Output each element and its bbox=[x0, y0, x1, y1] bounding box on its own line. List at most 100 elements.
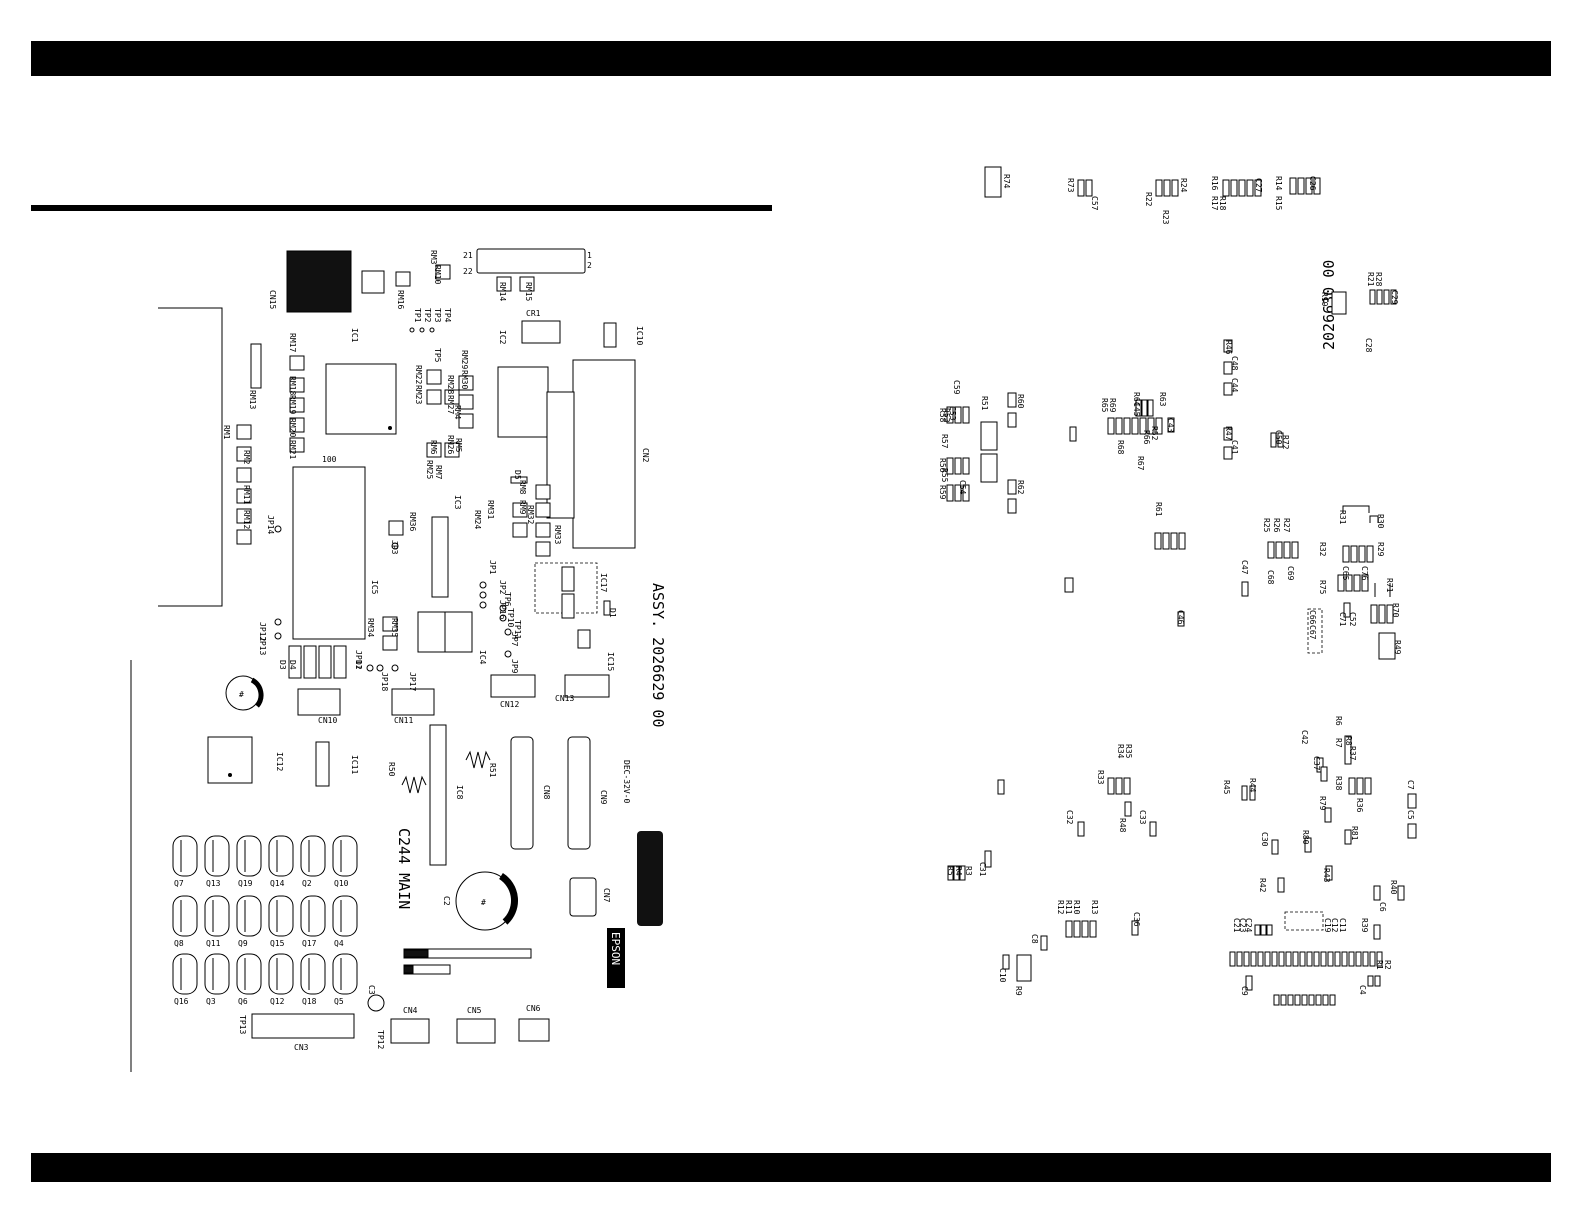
capacitor-label: C59 bbox=[952, 380, 961, 395]
capacitor-label: C44 bbox=[1230, 378, 1239, 393]
transistor-label: Q11 bbox=[206, 939, 221, 948]
cn14-label: CN15 bbox=[268, 290, 277, 309]
c3-capacitor bbox=[367, 994, 385, 1012]
capacitor-label: C46 bbox=[1176, 610, 1185, 625]
resistor-label: R26 bbox=[1272, 518, 1281, 533]
cn8-label: CN8 bbox=[542, 785, 551, 800]
rm-left-part-1 bbox=[289, 355, 305, 371]
smd-pad bbox=[1007, 412, 1017, 428]
r49-resistor bbox=[1378, 632, 1396, 660]
ic1-pin1-dot bbox=[388, 426, 392, 430]
smd-pad bbox=[1147, 417, 1155, 435]
resistor-label: R30 bbox=[1376, 514, 1385, 529]
cn6-label: CN6 bbox=[526, 1004, 541, 1013]
smd-pad bbox=[954, 406, 962, 424]
capacitor-label: C53 bbox=[948, 406, 957, 421]
header-strip-1-key bbox=[403, 949, 429, 958]
ic12-pin1-dot bbox=[228, 773, 232, 777]
smd-pad bbox=[1243, 951, 1250, 967]
smd-pad bbox=[1320, 766, 1328, 782]
smd-pad bbox=[1223, 382, 1233, 396]
smd-pad bbox=[1344, 735, 1352, 765]
resistor-label: R5 bbox=[946, 866, 955, 876]
ic3-chip bbox=[431, 516, 449, 598]
capacitor-label: C19 bbox=[1323, 918, 1332, 933]
smd-pad bbox=[1223, 427, 1233, 441]
resistor-label: R61 bbox=[1154, 502, 1163, 517]
smd-pad bbox=[1325, 865, 1333, 881]
smd-pad bbox=[1378, 604, 1386, 624]
r52-resistor-box bbox=[980, 453, 998, 483]
smd-pad bbox=[1241, 785, 1248, 801]
smd-pad bbox=[1170, 532, 1178, 550]
resistor-label: R3 bbox=[964, 866, 973, 876]
r50-label: R50 bbox=[387, 762, 396, 777]
c3-label: C3 bbox=[367, 985, 376, 995]
resistor-label: R75 bbox=[1318, 580, 1327, 595]
smd-pad bbox=[1358, 545, 1366, 563]
capacitor-label: C41 bbox=[1230, 440, 1239, 455]
component-label: JP1 bbox=[488, 560, 497, 575]
diode-row-part-4 bbox=[333, 645, 347, 679]
smd-pad bbox=[1141, 399, 1148, 417]
transistor-body bbox=[236, 895, 262, 937]
smd-pad bbox=[1040, 935, 1048, 951]
resistor-label: R19 bbox=[1320, 292, 1329, 307]
rm-left-part-3 bbox=[289, 397, 305, 413]
transistor-label: Q9 bbox=[238, 939, 248, 948]
smd-pad bbox=[1115, 777, 1123, 795]
capacitor-label: C33 bbox=[1138, 810, 1147, 825]
resistor-label: R67 bbox=[1136, 456, 1145, 471]
testpoint-16 bbox=[419, 327, 425, 333]
transistor-body bbox=[268, 835, 294, 877]
component-label: RM21 bbox=[288, 440, 297, 459]
rm-mid-part-1 bbox=[395, 271, 411, 287]
transistor-label: Q10 bbox=[334, 879, 349, 888]
ic2-label: IC2 bbox=[498, 330, 507, 345]
ic11-label: IC11 bbox=[350, 755, 359, 774]
smd-pad bbox=[1369, 951, 1376, 967]
testpoints bbox=[274, 327, 512, 672]
resistor-label: R14 bbox=[1274, 176, 1283, 191]
ic8-label: IC8 bbox=[455, 785, 464, 800]
c66-c67-outline bbox=[1307, 608, 1323, 654]
smd-pad bbox=[962, 484, 970, 502]
r19-resistor bbox=[1331, 291, 1347, 315]
transistor: Q14 bbox=[268, 835, 294, 888]
smd-pad bbox=[1348, 777, 1356, 795]
capacitor-label: C48 bbox=[1230, 356, 1239, 371]
resistor-label: R12 bbox=[1056, 900, 1065, 915]
smd-pad bbox=[1292, 951, 1299, 967]
epson-logo-text: EPSON bbox=[609, 932, 622, 965]
smd-pad bbox=[1089, 920, 1097, 938]
rm-mid-part-17 bbox=[512, 522, 528, 538]
q1-transistor bbox=[361, 270, 385, 294]
capacitor-label: C29 bbox=[1390, 290, 1399, 305]
component-label: RM29 bbox=[460, 350, 469, 369]
cn7-label: CN7 bbox=[602, 888, 611, 903]
component-label: RM8 bbox=[518, 480, 527, 495]
capacitor-label: C23 bbox=[1238, 918, 1247, 933]
resistor-label: R66 bbox=[1142, 430, 1151, 445]
smd-pad bbox=[1264, 951, 1271, 967]
smd-pad bbox=[1254, 179, 1262, 197]
resistor-label: R39 bbox=[1360, 918, 1369, 933]
smd-pad bbox=[1337, 574, 1345, 592]
testpoint-11 bbox=[504, 650, 512, 658]
component-label: RM25 bbox=[425, 460, 434, 479]
capacitor-label: C66 bbox=[1308, 610, 1317, 625]
rm-left-part-2 bbox=[289, 377, 305, 393]
resistor-label: R53 bbox=[942, 408, 951, 423]
component-label: RM35 bbox=[390, 618, 399, 637]
component-label: TP13 bbox=[238, 1015, 247, 1034]
cn7-connector bbox=[569, 877, 597, 917]
capacitor-label: C54 bbox=[958, 480, 967, 495]
cr1-label: CR1 bbox=[526, 309, 541, 318]
testpoint-7 bbox=[479, 601, 487, 609]
rm-mid-part-18 bbox=[535, 484, 551, 500]
transistor-body bbox=[172, 895, 198, 937]
smd-pad bbox=[1124, 801, 1132, 817]
resistor-label: R35 bbox=[1124, 744, 1133, 759]
resistor-label: R33 bbox=[1096, 770, 1105, 785]
